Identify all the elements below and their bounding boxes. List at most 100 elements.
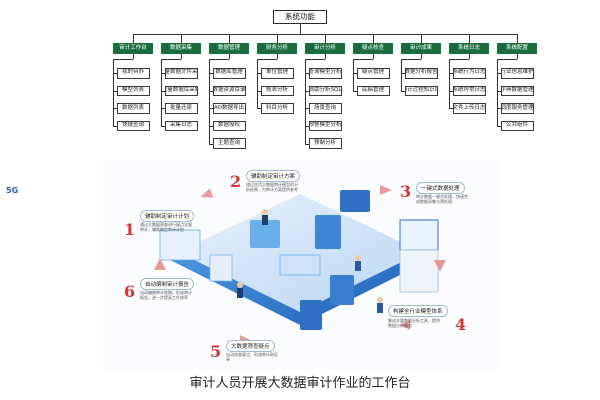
connector-line xyxy=(277,34,278,43)
step-title: 辅助制定审计方案 xyxy=(246,170,301,182)
connector-line xyxy=(373,54,374,59)
connector-line xyxy=(304,143,309,145)
connector-line xyxy=(400,59,402,91)
function-leaf-node: 数据授权 xyxy=(212,120,246,132)
step-title: 辅助制定审计计划 xyxy=(140,210,195,222)
step-number: 6 xyxy=(124,282,136,301)
connector-line xyxy=(448,90,453,92)
connector-line xyxy=(160,90,165,92)
function-leaf-node: 系统异常日志 xyxy=(452,85,486,97)
connector-line xyxy=(112,90,117,92)
connector-line xyxy=(160,59,162,127)
function-leaf-node: 自助分析SQL xyxy=(308,85,342,97)
function-leaf-node: 预制分析 xyxy=(308,138,342,149)
category-node: 审计分析 xyxy=(305,43,345,54)
connector-line xyxy=(496,126,501,127)
connector-line xyxy=(181,34,182,43)
category-node: 审计成果 xyxy=(401,43,441,54)
step-number: 2 xyxy=(230,172,242,191)
category-node: 疑点核查 xyxy=(353,43,393,54)
function-leaf-node: 批量数据库采集 xyxy=(164,85,198,97)
connector-line xyxy=(304,59,325,60)
connector-line xyxy=(496,108,501,110)
step-description: 审计数据一键式处理，快速完成数据采集与预处理 xyxy=(416,194,468,204)
connector-line xyxy=(496,73,501,75)
function-leaf-node: 批量数据文件采集 xyxy=(164,68,198,79)
connector-line xyxy=(208,143,213,145)
connector-line xyxy=(400,90,405,92)
function-leaf-node: 批量还原 xyxy=(164,103,198,114)
function-leaf-node: 系统行为日志 xyxy=(452,68,486,79)
connector-line xyxy=(469,54,470,59)
connector-line xyxy=(448,108,453,110)
function-leaf-node: 公共组件 xyxy=(500,120,534,132)
connector-line xyxy=(208,59,229,60)
connector-line xyxy=(208,59,210,144)
step-number: 3 xyxy=(400,182,412,201)
function-leaf-node: 文件上传日志 xyxy=(452,103,486,114)
page-caption: 审计人员开展大数据审计作业的工作台 xyxy=(189,376,411,391)
function-leaf-node: 预警模型分析 xyxy=(308,120,342,132)
connector-line xyxy=(133,34,134,43)
function-leaf-node: 数据资源目录 xyxy=(212,85,246,97)
step-number: 5 xyxy=(210,342,222,361)
connector-line xyxy=(496,59,498,127)
connector-line xyxy=(304,73,309,75)
function-leaf-node: 字典数据管理 xyxy=(500,85,534,97)
connector-line xyxy=(400,73,405,75)
connector-line xyxy=(517,34,518,43)
category-node: 财务分析 xyxy=(257,43,297,54)
connector-line xyxy=(181,54,182,59)
connector-line xyxy=(256,59,277,60)
connector-line xyxy=(325,54,326,59)
connector-line xyxy=(112,126,117,127)
function-leaf-node: 单位管理 xyxy=(260,68,294,79)
step-number: 4 xyxy=(455,315,467,334)
connector-line xyxy=(229,34,230,43)
connector-line xyxy=(400,59,421,60)
connector-line xyxy=(256,90,261,92)
category-node: 系统配置 xyxy=(497,43,537,54)
function-leaf-node: 我的待办 xyxy=(116,68,150,79)
connector-line xyxy=(304,126,309,127)
function-leaf-node: 模型列表 xyxy=(116,85,150,97)
step-title: 自动编制审计报告 xyxy=(140,278,195,290)
step-title: 一键式数据处理 xyxy=(416,182,465,194)
category-node: 数据采集 xyxy=(161,43,201,54)
connector-line xyxy=(496,59,517,60)
connector-line xyxy=(208,126,213,127)
step-description: 自动编制审计底稿，形成审计报告，进一步提高工作效率 xyxy=(140,290,192,300)
function-leaf-node: 账表分析 xyxy=(260,85,294,97)
connector-line xyxy=(448,73,453,75)
function-leaf-node: 科目分析 xyxy=(260,103,294,114)
function-leaf-node: 数据分析报告 xyxy=(404,68,438,79)
connector-line xyxy=(112,108,117,110)
connector-line xyxy=(256,73,261,75)
function-leaf-node: 审计过程知识库 xyxy=(404,85,438,97)
connector-line xyxy=(325,34,326,43)
function-leaf-node: 场景查询 xyxy=(308,103,342,114)
step-number: 1 xyxy=(124,220,136,239)
connector-line xyxy=(352,73,357,75)
connector-line xyxy=(448,59,450,109)
connector-line xyxy=(208,73,213,75)
connector-line xyxy=(112,59,114,127)
connector-line xyxy=(160,108,165,110)
connector-line xyxy=(352,90,357,92)
function-leaf-node: 调度服务管理 xyxy=(500,103,534,114)
connector-line xyxy=(300,24,301,34)
connector-line xyxy=(421,54,422,59)
connector-line xyxy=(160,73,165,75)
system-function-chart: 系统功能审计工作台我的待办模型列表数据列表快捷查询数据采集批量数据文件采集批量数… xyxy=(0,0,600,160)
connector-line xyxy=(352,59,354,91)
step-title: 构建全行业模型体系 xyxy=(388,305,448,317)
isometric-platform-graphic xyxy=(154,185,446,345)
function-leaf-node: 快捷查询 xyxy=(116,120,150,132)
category-node: 系统日志 xyxy=(449,43,489,54)
connector-line xyxy=(304,108,309,110)
connector-line xyxy=(304,90,309,92)
connector-line xyxy=(133,54,134,59)
connector-line xyxy=(421,34,422,43)
step-description: 自动核查疑点，形成审计取证单 xyxy=(226,352,278,362)
